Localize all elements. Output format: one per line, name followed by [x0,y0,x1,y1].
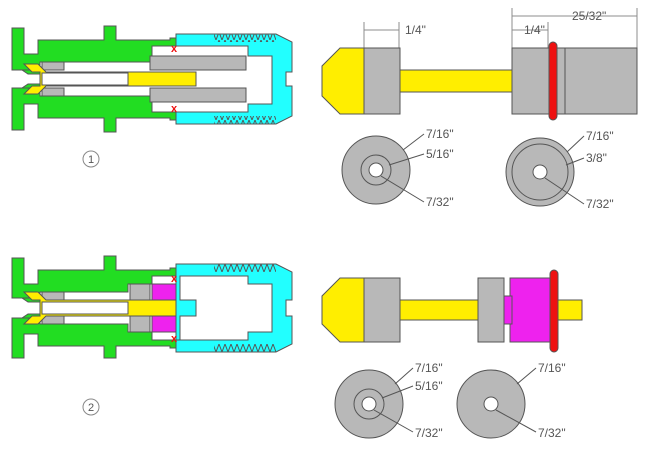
dim-label-cap-1: 1/4" [405,23,426,37]
washer-left-middle-label-1: 5/16" [426,147,454,161]
washer-left-middle-label-2: 5/16" [415,379,443,393]
exploded-parts-1: 1/4" 1/4" 25/32" 7/16" 5/16" 7/32" [321,8,638,211]
washer-right-hole-label-1: 7/32" [586,197,614,211]
cone-tip-1 [321,47,365,115]
washer-bottom-gray-2 [129,315,151,333]
spacer-top-2 [151,283,179,301]
step-badge-1 [82,150,100,168]
washer-top-gray-2 [129,283,151,301]
washer-right-hole-1 [532,164,548,180]
washer-left-hole-label-1: 7/32" [426,195,454,209]
cap-thread-top-2 [214,264,276,272]
seal-ring-1 [548,41,558,121]
cross-section-1: x x [11,25,293,133]
oring-bottom-2: x [171,333,178,345]
step-number-1: 1 [88,154,94,166]
sleeve-1 [511,47,638,115]
sleeve-left-top-1 [41,61,65,71]
cross-section-2: x x [11,255,293,359]
rod-shaft-1 [399,69,513,93]
cap-thread-top-1 [214,34,276,42]
dim-label-sleeve-1: 1/4" [524,23,545,37]
washer-right-outer-label-1: 7/16" [586,129,614,143]
cap-thread-bottom-1 [214,116,276,124]
sleeve-left-bottom-1 [41,87,65,97]
seal-ring-2 [549,269,559,353]
washer-left-hole-2 [361,396,377,412]
washer-right-hole-2 [483,396,499,412]
collar-1 [363,47,401,115]
washer-left-outer-label-2: 7/16" [415,361,443,375]
dim-label-total-1: 25/32" [572,9,606,23]
cap-1 [175,33,293,125]
spacer-lip-2 [503,295,513,325]
oring-top-2: x [171,273,178,285]
rod-core-2 [41,301,129,315]
body-top-1 [11,25,251,71]
collar-2 [363,277,401,343]
sleeve-right-top-1 [149,55,247,71]
cap-thread-bottom-2 [214,344,276,352]
sleeve-right-bottom-1 [149,87,247,103]
spacer-block-2 [509,277,553,343]
oring-bottom-1: x [171,103,178,115]
washer-left-hole-label-2: 7/32" [415,426,443,440]
washer-right-outer-label-2: 7/16" [538,361,566,375]
exploded-parts-2: 7/16" 5/16" 7/32" 7/16" 7/32" [321,269,583,440]
cone-tip-2 [321,277,365,343]
oring-top-1: x [171,43,178,55]
spacer-bottom-2 [151,315,179,333]
step-badge-2 [82,398,100,416]
step-number-2: 2 [88,402,94,414]
washer-gray-2 [477,277,505,343]
washer-right-hole-label-2: 7/32" [538,426,566,440]
rod-core-1 [41,72,129,86]
washer-left-hole-1 [368,162,384,178]
cap-2 [175,263,293,353]
washer-left-outer-label-1: 7/16" [426,127,454,141]
washer-right-middle-label-1: 3/8" [586,151,607,165]
